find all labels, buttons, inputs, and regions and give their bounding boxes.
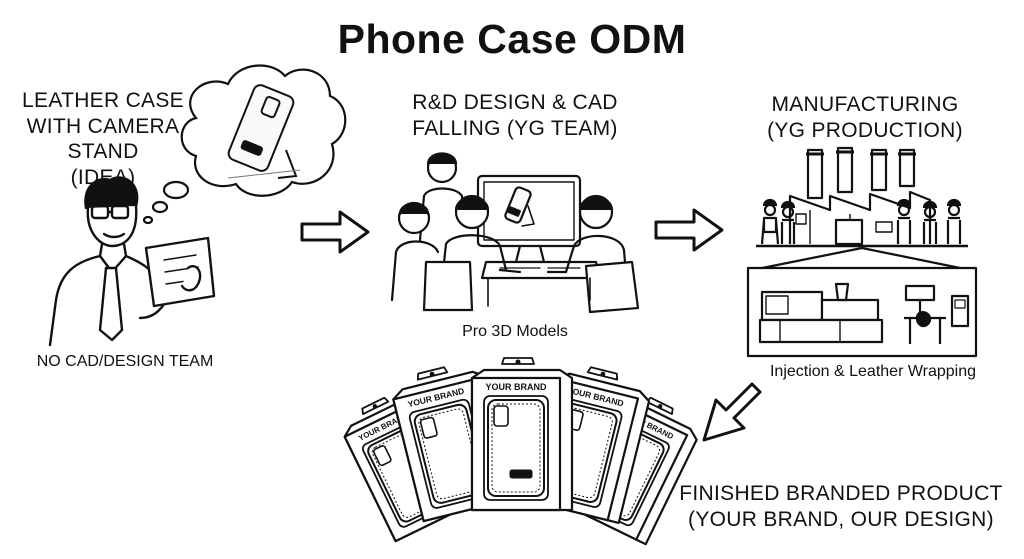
product-stage-label: FINISHED BRANDED PRODUCT (YOUR BRAND, OU…: [679, 482, 1003, 531]
manufacturing-stage-caption: Injection & Leather Wrapping: [769, 363, 977, 380]
design-stage-label: R&D DESIGN & CAD FALLING (YG TEAM): [412, 91, 618, 140]
manufacturing-stage-label: MANUFACTURING (YG PRODUCTION): [767, 93, 963, 142]
idea-stage-label: LEATHER CASE WITH CAMERA STAND (IDEA): [22, 89, 184, 189]
production-inset-panel: [748, 248, 976, 356]
leather-wrapping-station: [904, 286, 968, 344]
flow-arrow-3: [704, 384, 760, 440]
idea-stage-caption: NO CAD/DESIGN TEAM: [36, 353, 214, 370]
box-brand-text: YOUR BRAND: [485, 382, 547, 392]
designer-person-with-paper: [50, 178, 214, 345]
diagram-title: Phone Case ODM: [337, 16, 687, 62]
branded-box-5: YOUR BRAND: [472, 358, 572, 510]
phone-case-with-stand-sketch: [227, 83, 300, 178]
flow-arrow-1: [302, 212, 368, 252]
injection-molding-machine: [760, 284, 882, 342]
design-team-illustration: [392, 154, 638, 313]
factory-workers: [762, 200, 960, 244]
factory-illustration: [756, 148, 968, 246]
flow-arrow-2: [656, 210, 722, 250]
design-stage-caption: Pro 3D Models: [462, 323, 568, 340]
